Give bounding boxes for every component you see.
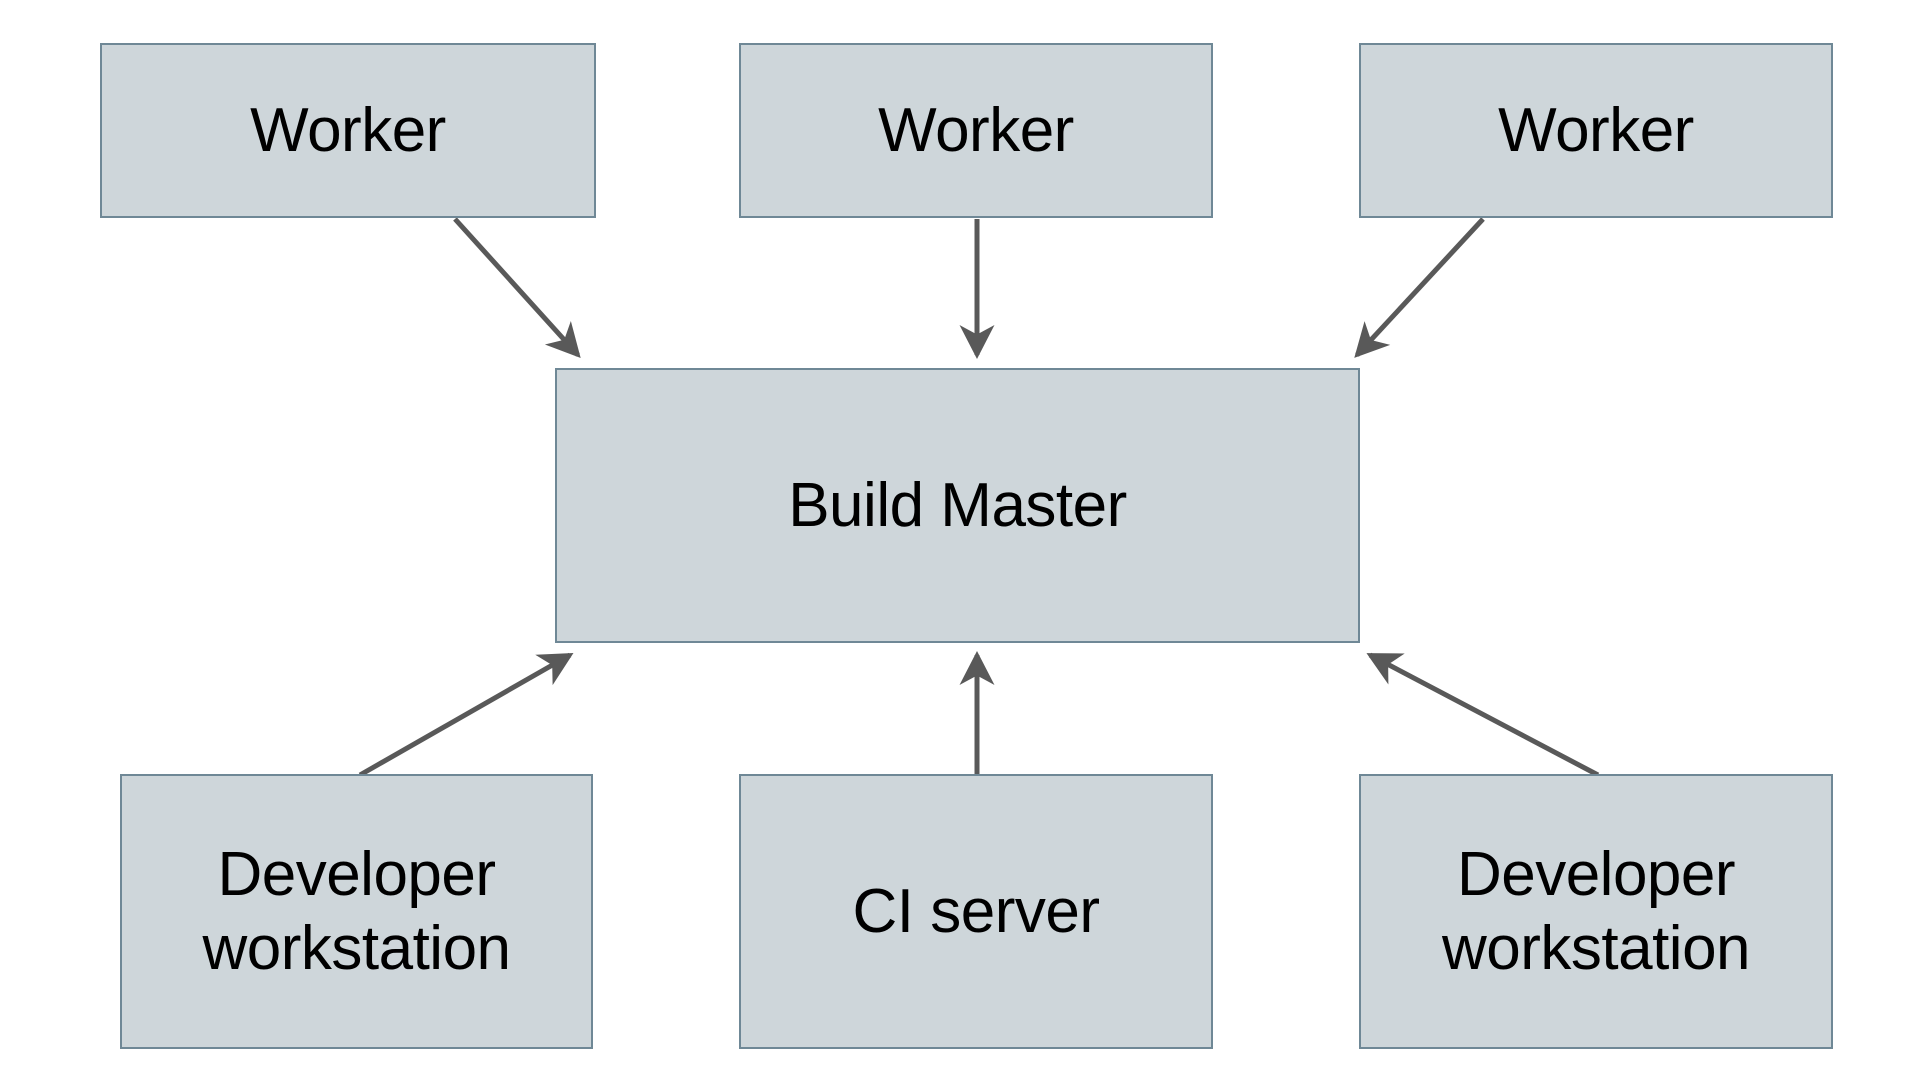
- node-label: Worker: [878, 95, 1074, 165]
- edge-dev-ws-2-to-build-master: [1366, 652, 1600, 778]
- node-developer-workstation-left[interactable]: Developer workstation: [120, 774, 593, 1049]
- edge-worker-3-to-build-master: [1354, 217, 1485, 358]
- node-build-master[interactable]: Build Master: [555, 368, 1360, 643]
- node-label: Developer workstation: [202, 840, 511, 983]
- node-ci-server[interactable]: CI server: [739, 774, 1213, 1049]
- node-label: CI server: [852, 876, 1100, 946]
- node-label: Worker: [1498, 95, 1694, 165]
- node-worker-2[interactable]: Worker: [739, 43, 1213, 218]
- node-developer-workstation-right[interactable]: Developer workstation: [1359, 774, 1833, 1049]
- edge-worker-1-to-build-master: [453, 217, 581, 358]
- node-worker-1[interactable]: Worker: [100, 43, 596, 218]
- node-worker-3[interactable]: Worker: [1359, 43, 1833, 218]
- node-label: Developer workstation: [1441, 840, 1751, 983]
- node-label: Build Master: [788, 470, 1127, 540]
- edge-dev-ws-1-to-build-master: [358, 652, 574, 778]
- node-label: Worker: [250, 95, 446, 165]
